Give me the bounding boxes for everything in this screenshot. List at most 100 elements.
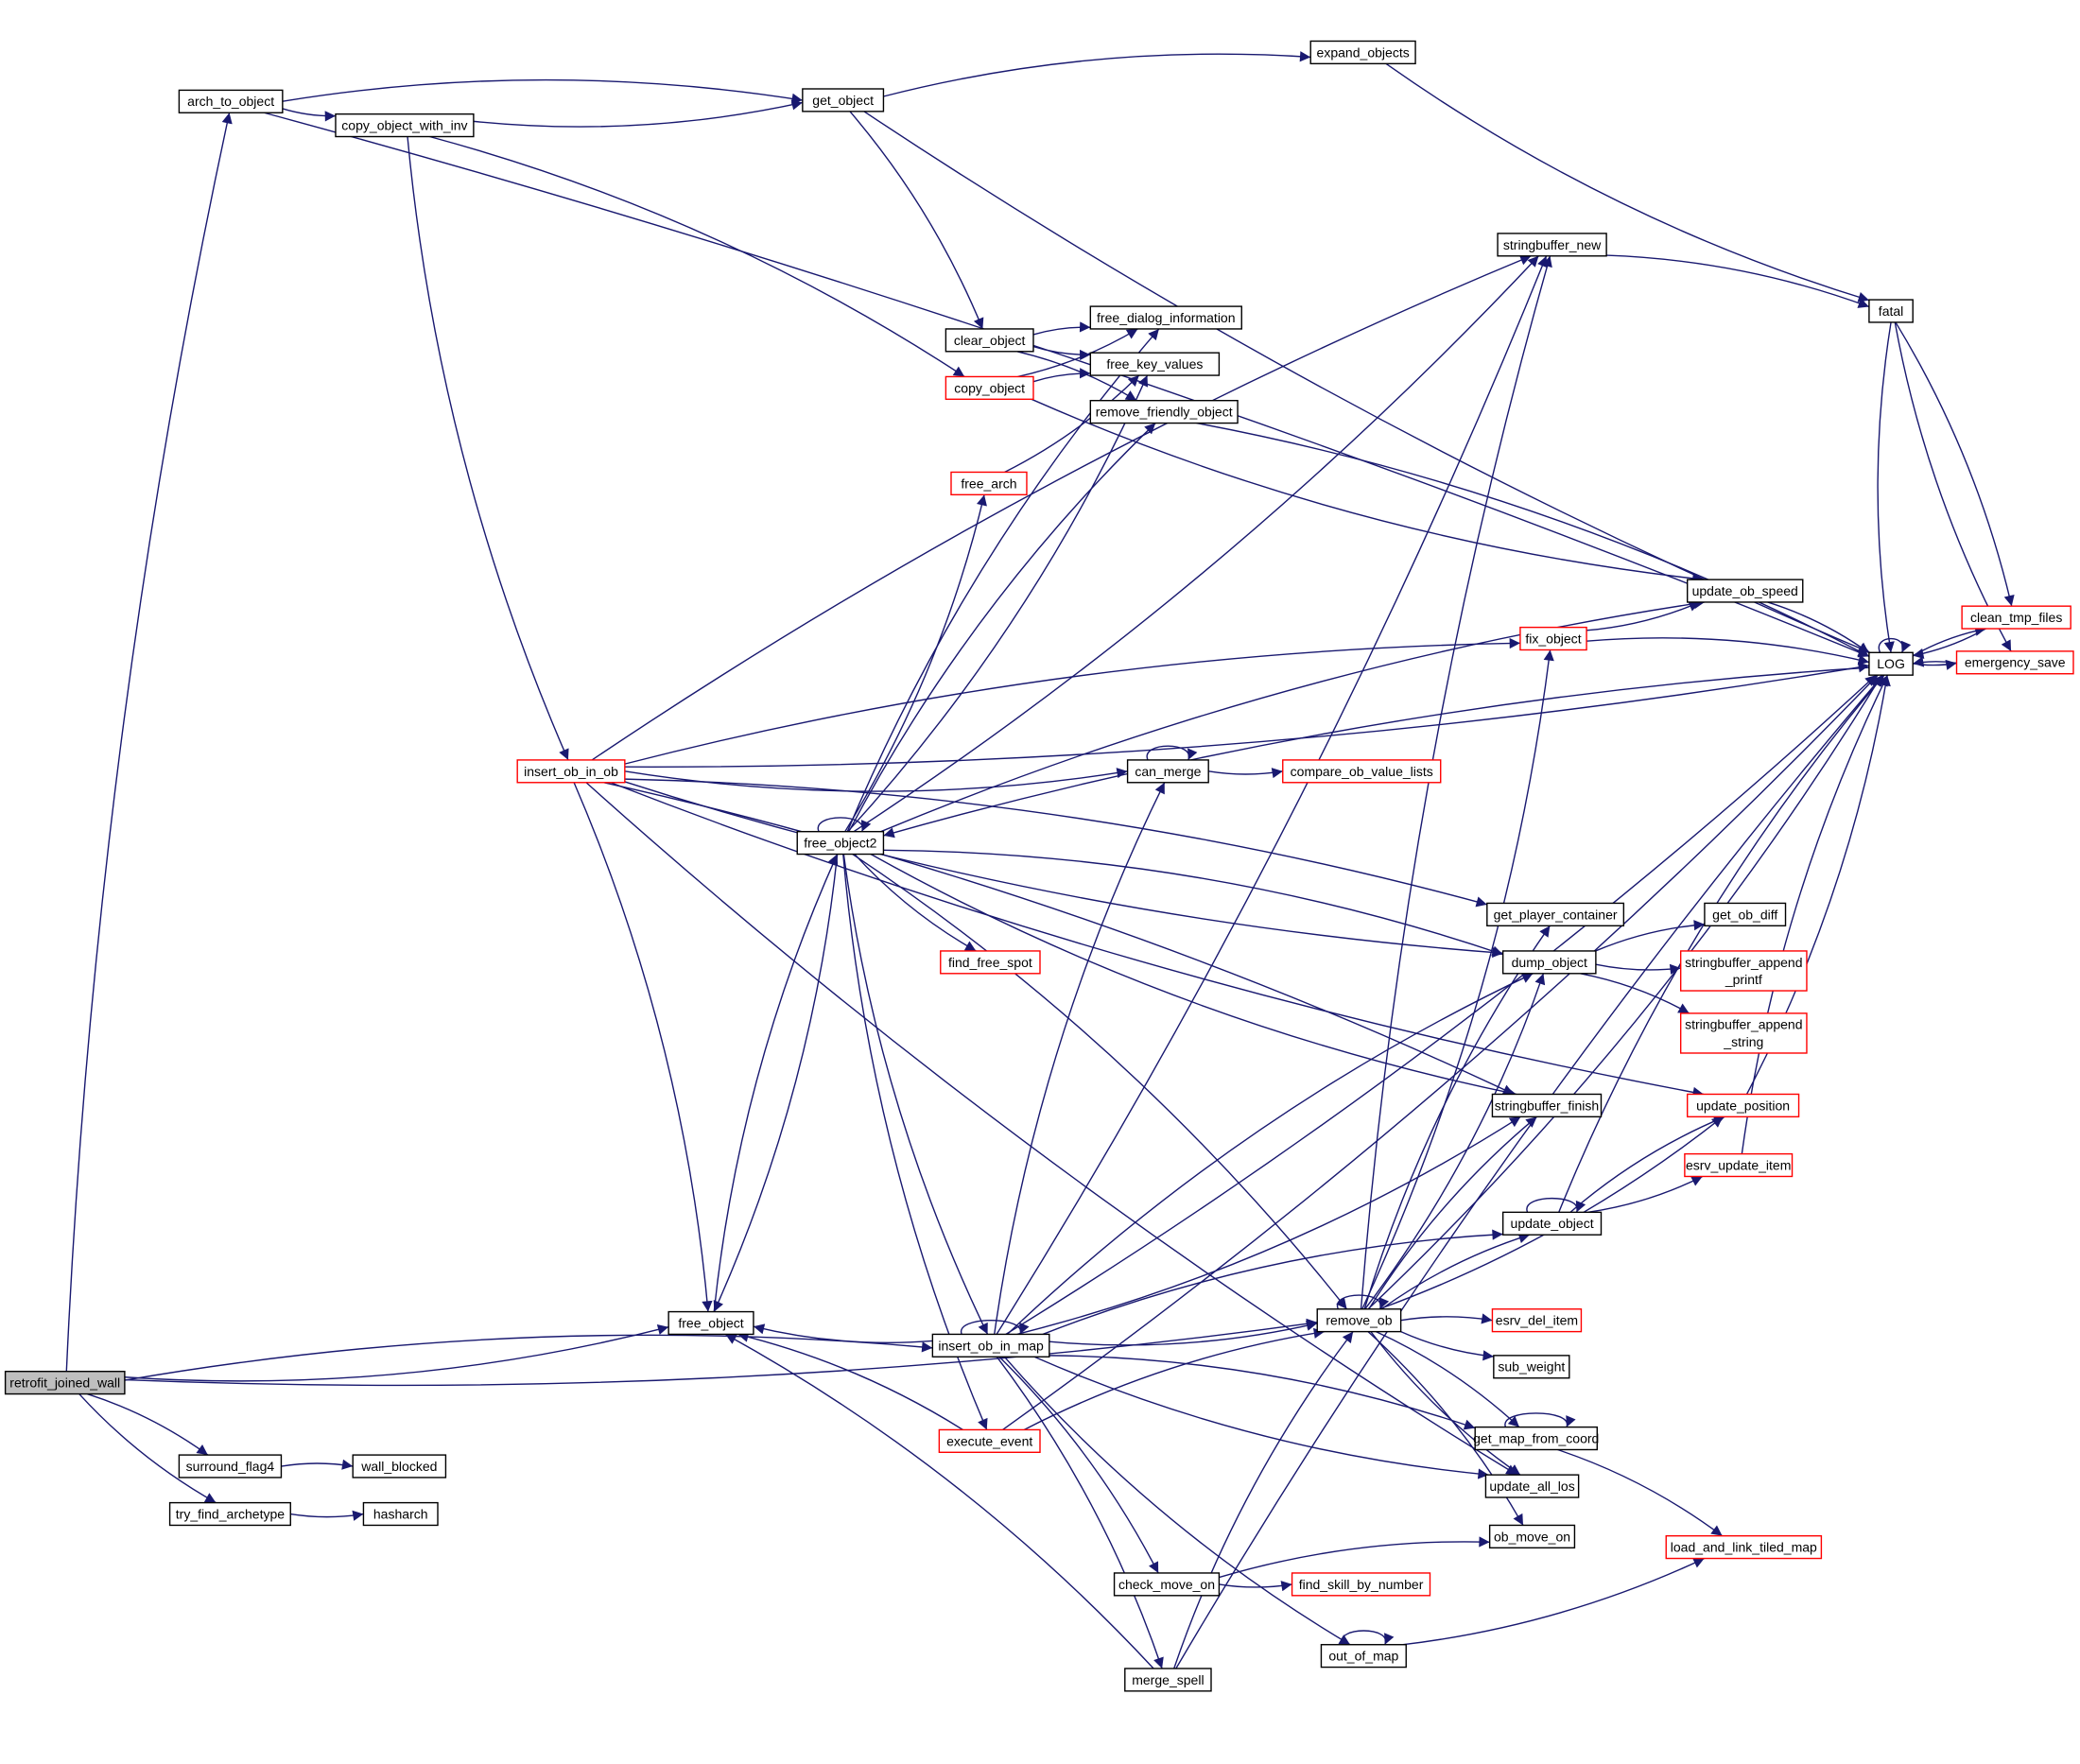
node-sub-weight[interactable]: sub_weight [1493, 1355, 1570, 1379]
edge-line [1219, 1581, 1292, 1592]
edge-free_object2-to-free_dialog_information [846, 328, 1160, 832]
edge-arch_to_object-to-copy_object_with_inv [282, 108, 336, 122]
edge-fix_object-to-update_ob_speed [1586, 601, 1701, 631]
edge-line [1741, 674, 1889, 1154]
node-wall-blocked[interactable]: wall_blocked [352, 1454, 447, 1479]
node-get-object[interactable]: get_object [802, 88, 885, 112]
node-fix-object[interactable]: fix_object [1519, 626, 1587, 651]
node-box [1488, 1524, 1576, 1549]
node-emergency-save[interactable]: emergency_save [1955, 650, 2074, 675]
node-find-skill-by-number[interactable]: find_skill_by_number [1291, 1572, 1431, 1597]
node-get-ob-diff[interactable]: get_ob_diff [1704, 902, 1787, 927]
edge-copy_object_with_inv-to-get_object [473, 99, 804, 128]
edge-insert_ob_in_map-to-stringbuffer_finish [1016, 1115, 1521, 1336]
node-update-all-los[interactable]: update_all_los [1484, 1474, 1580, 1498]
node-esrv-del-item[interactable]: esrv_del_item [1491, 1308, 1583, 1333]
node-free-object2[interactable]: free_object2 [796, 830, 885, 856]
edge-insert_ob_in_ob-to-stringbuffer_finish [603, 782, 1515, 1096]
node-execute-event[interactable]: execute_event [938, 1428, 1041, 1453]
edge-line [1002, 674, 1879, 1431]
edge-line [1341, 1630, 1395, 1646]
node-insert-ob-in-map[interactable]: insert_ob_in_map [931, 1333, 1050, 1358]
edge-retrofit_joined_wall-to-arch_to_object [65, 112, 233, 1372]
edge-line [429, 135, 965, 378]
node-free-dialog-information[interactable]: free_dialog_information [1089, 305, 1242, 330]
edge-line [883, 666, 1869, 839]
node-label: load_and_link_tiled_map [1671, 1540, 1817, 1555]
edge-remove_ob-to-LOG [1367, 674, 1882, 1310]
node-clear-object[interactable]: clear_object [945, 328, 1034, 353]
node-free-object[interactable]: free_object [667, 1310, 754, 1336]
node-load-and-link-tiled-map[interactable]: load_and_link_tiled_map [1665, 1534, 1823, 1560]
edge-remove_friendly_object-to-LOG [1196, 422, 1870, 657]
node-update-ob-speed[interactable]: update_ob_speed [1686, 579, 1804, 603]
node-merge-spell[interactable]: merge_spell [1124, 1668, 1212, 1692]
edge-retrofit_joined_wall-to-insert_ob_in_map [124, 1334, 933, 1381]
edge-line [1146, 745, 1198, 761]
node-get-map-from-coord[interactable]: get_map_from_coord [1473, 1426, 1599, 1451]
edge-line [124, 1334, 933, 1381]
edge-free_object2-to-stringbuffer_finish [870, 853, 1517, 1098]
node-expand-objects[interactable]: expand_objects [1309, 40, 1416, 65]
node-label: free_key_values [1106, 356, 1203, 372]
node-check-move-on[interactable]: check_move_on [1113, 1572, 1221, 1597]
node-label: update_all_los [1489, 1479, 1574, 1494]
node-box [178, 89, 284, 113]
node-label: surround_flag4 [186, 1459, 275, 1474]
node-dump-object[interactable]: dump_object [1501, 950, 1597, 975]
edge-line [1003, 1356, 1351, 1646]
node-esrv-update-item[interactable]: esrv_update_item [1684, 1152, 1794, 1178]
edge-retrofit_joined_wall-to-try_find_archetype [78, 1393, 217, 1504]
node-label: get_object [812, 93, 874, 108]
node-remove-friendly-object[interactable]: remove_friendly_object [1089, 400, 1239, 424]
node-find-free-spot[interactable]: find_free_spot [940, 950, 1041, 975]
edge-line [870, 853, 1517, 1098]
node-remove-ob[interactable]: remove_ob [1316, 1308, 1402, 1333]
node-try-find-archetype[interactable]: try_find_archetype [168, 1501, 291, 1527]
edge-line [998, 1356, 1159, 1574]
node-compare-ob-value-lists[interactable]: compare_ob_value_lists [1282, 759, 1442, 784]
edge-line [1032, 321, 1091, 336]
edge-line [1005, 674, 1877, 1336]
node-fatal[interactable]: fatal [1868, 299, 1914, 323]
node-update-object[interactable]: update_object [1501, 1211, 1603, 1236]
node-label: insert_ob_in_map [938, 1338, 1044, 1353]
node-clean-tmp-files[interactable]: clean_tmp_files [1961, 605, 2071, 630]
node-update-position[interactable]: update_position [1686, 1093, 1800, 1118]
node-can-merge[interactable]: can_merge [1126, 759, 1209, 784]
edge-line [1557, 1448, 1724, 1537]
node-stringbuffer-new[interactable]: stringbuffer_new [1497, 233, 1607, 257]
node-box [4, 1371, 126, 1395]
node-out-of-map[interactable]: out_of_map [1320, 1644, 1407, 1669]
edge-line [1380, 1233, 1531, 1310]
node-log[interactable]: LOG [1868, 651, 1914, 676]
edge-line [624, 778, 1488, 908]
edge-emergency_save-to-LOG [1913, 656, 1957, 667]
node-label: retrofit_joined_wall [9, 1375, 120, 1391]
edge-line [603, 782, 1515, 1096]
node-stringbuffer-finish[interactable]: stringbuffer_finish [1491, 1093, 1603, 1118]
node-ob-move-on[interactable]: ob_move_on [1488, 1524, 1576, 1549]
edge-line [585, 782, 1517, 1476]
node-label: find_free_spot [948, 955, 1032, 970]
node-copy-object-with-inv[interactable]: copy_object_with_inv [335, 112, 475, 138]
edge-line [842, 854, 989, 1335]
node-box [1961, 605, 2071, 630]
node-box [362, 1501, 439, 1527]
node-get-player-container[interactable]: get_player_container [1486, 902, 1625, 927]
node-box [1486, 902, 1625, 927]
node-free-key-values[interactable]: free_key_values [1089, 352, 1221, 376]
node-surround-flag4[interactable]: surround_flag4 [178, 1454, 283, 1479]
node-retrofit-joined-wall[interactable]: retrofit_joined_wall [4, 1371, 126, 1395]
node-copy-object[interactable]: copy_object [945, 375, 1034, 401]
edge-line [713, 854, 839, 1312]
node-hasharch[interactable]: hasharch [362, 1501, 439, 1527]
edge-insert_ob_in_ob-to-free_object [573, 782, 713, 1312]
node-stringbuffer-append-printf[interactable]: stringbuffer_append_printf [1679, 950, 1808, 992]
node-label: remove_friendly_object [1096, 405, 1233, 420]
node-insert-ob-in-ob[interactable]: insert_ob_in_ob [516, 759, 626, 784]
node-stringbuffer-append-string[interactable]: stringbuffer_append_string [1679, 1012, 1808, 1054]
edge-retrofit_joined_wall-to-remove_ob [124, 1318, 1318, 1387]
node-arch-to-object[interactable]: arch_to_object [178, 89, 284, 113]
node-free-arch[interactable]: free_arch [950, 471, 1028, 496]
